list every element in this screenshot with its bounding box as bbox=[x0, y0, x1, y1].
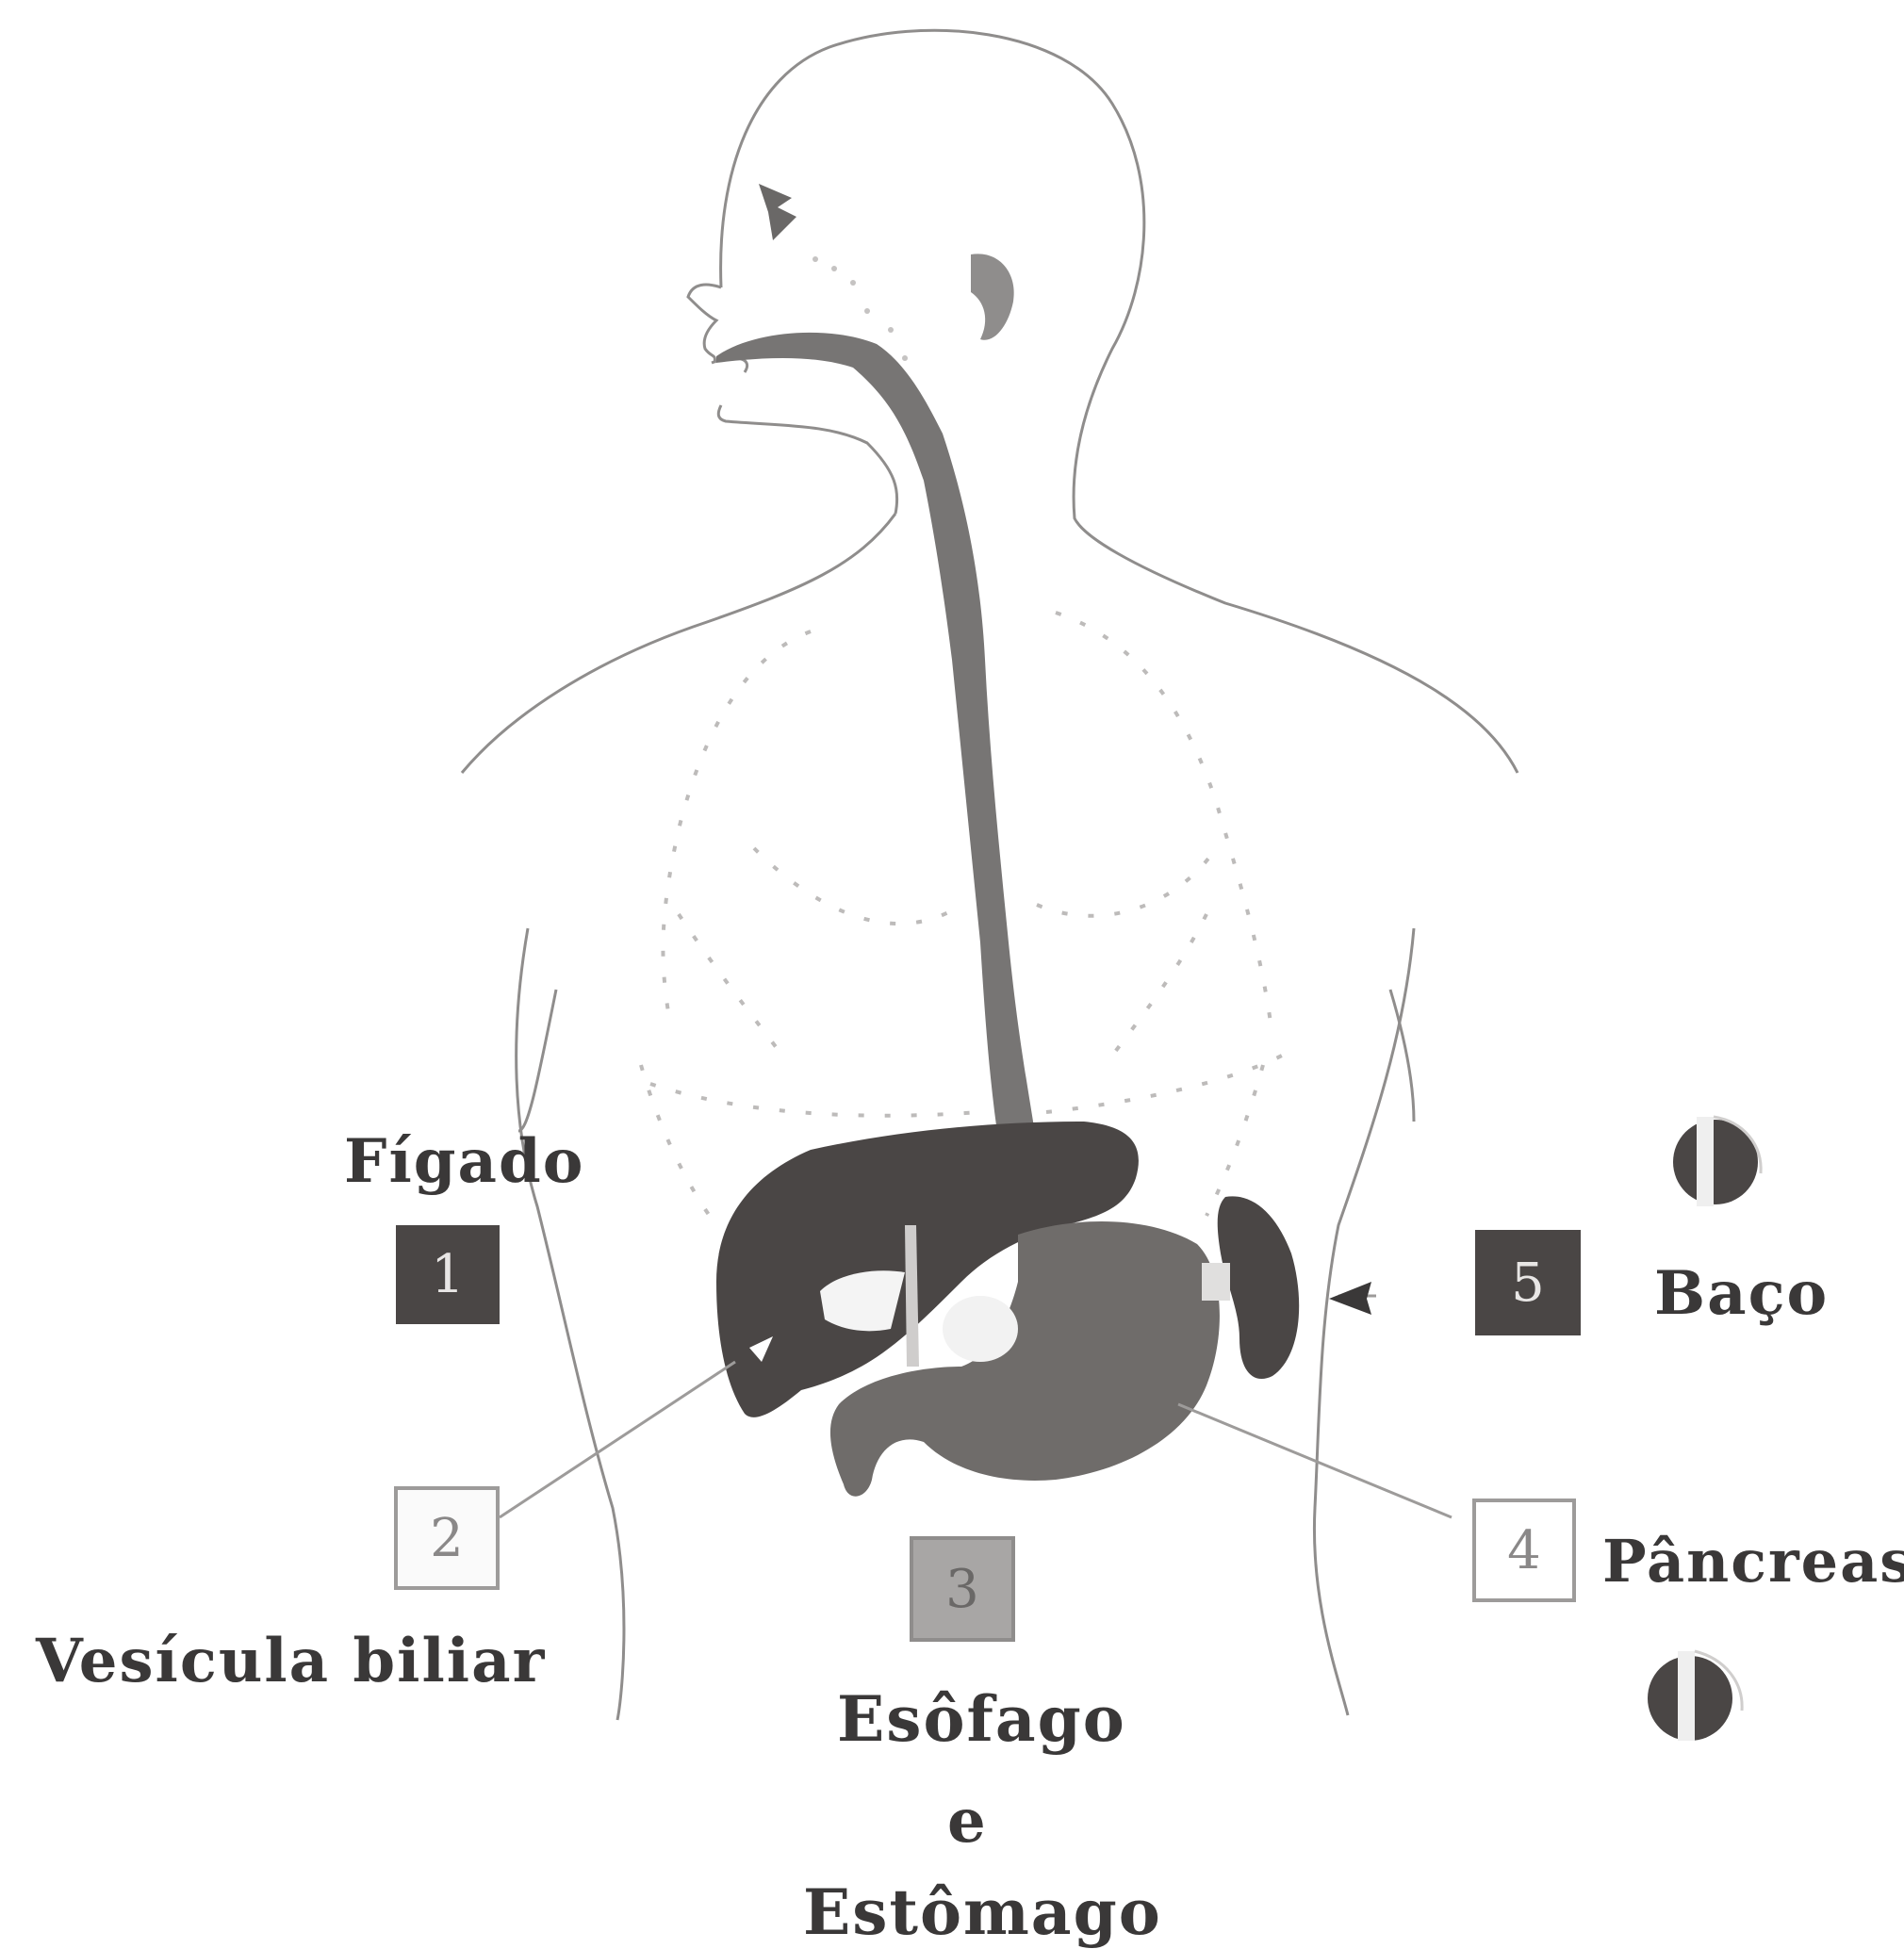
marker-4-pancreas: 4 bbox=[1472, 1499, 1576, 1602]
marker-5-spleen: 5 bbox=[1475, 1230, 1581, 1335]
arrow-marker bbox=[1329, 1282, 1371, 1315]
spleen-connector bbox=[1202, 1263, 1230, 1301]
label-gallbladder: Vesícula biliar bbox=[36, 1626, 546, 1696]
marker-1-liver: 1 bbox=[396, 1225, 500, 1324]
lightbulb-icon bbox=[1673, 1117, 1761, 1206]
label-liver: Fígado bbox=[344, 1126, 584, 1197]
marker-3-esophagus-stomach: 3 bbox=[910, 1536, 1015, 1642]
marker-2-gallbladder: 2 bbox=[394, 1486, 500, 1590]
label-and: e bbox=[947, 1786, 988, 1857]
stomach-inner bbox=[943, 1296, 1018, 1362]
label-stomach: Estômago bbox=[803, 1875, 1162, 1949]
lightbulb-icon bbox=[1648, 1651, 1742, 1741]
label-pancreas: Pâncreas bbox=[1602, 1527, 1904, 1596]
label-esophagus: Esôfago bbox=[837, 1682, 1126, 1756]
label-spleen: Baço bbox=[1654, 1258, 1829, 1329]
